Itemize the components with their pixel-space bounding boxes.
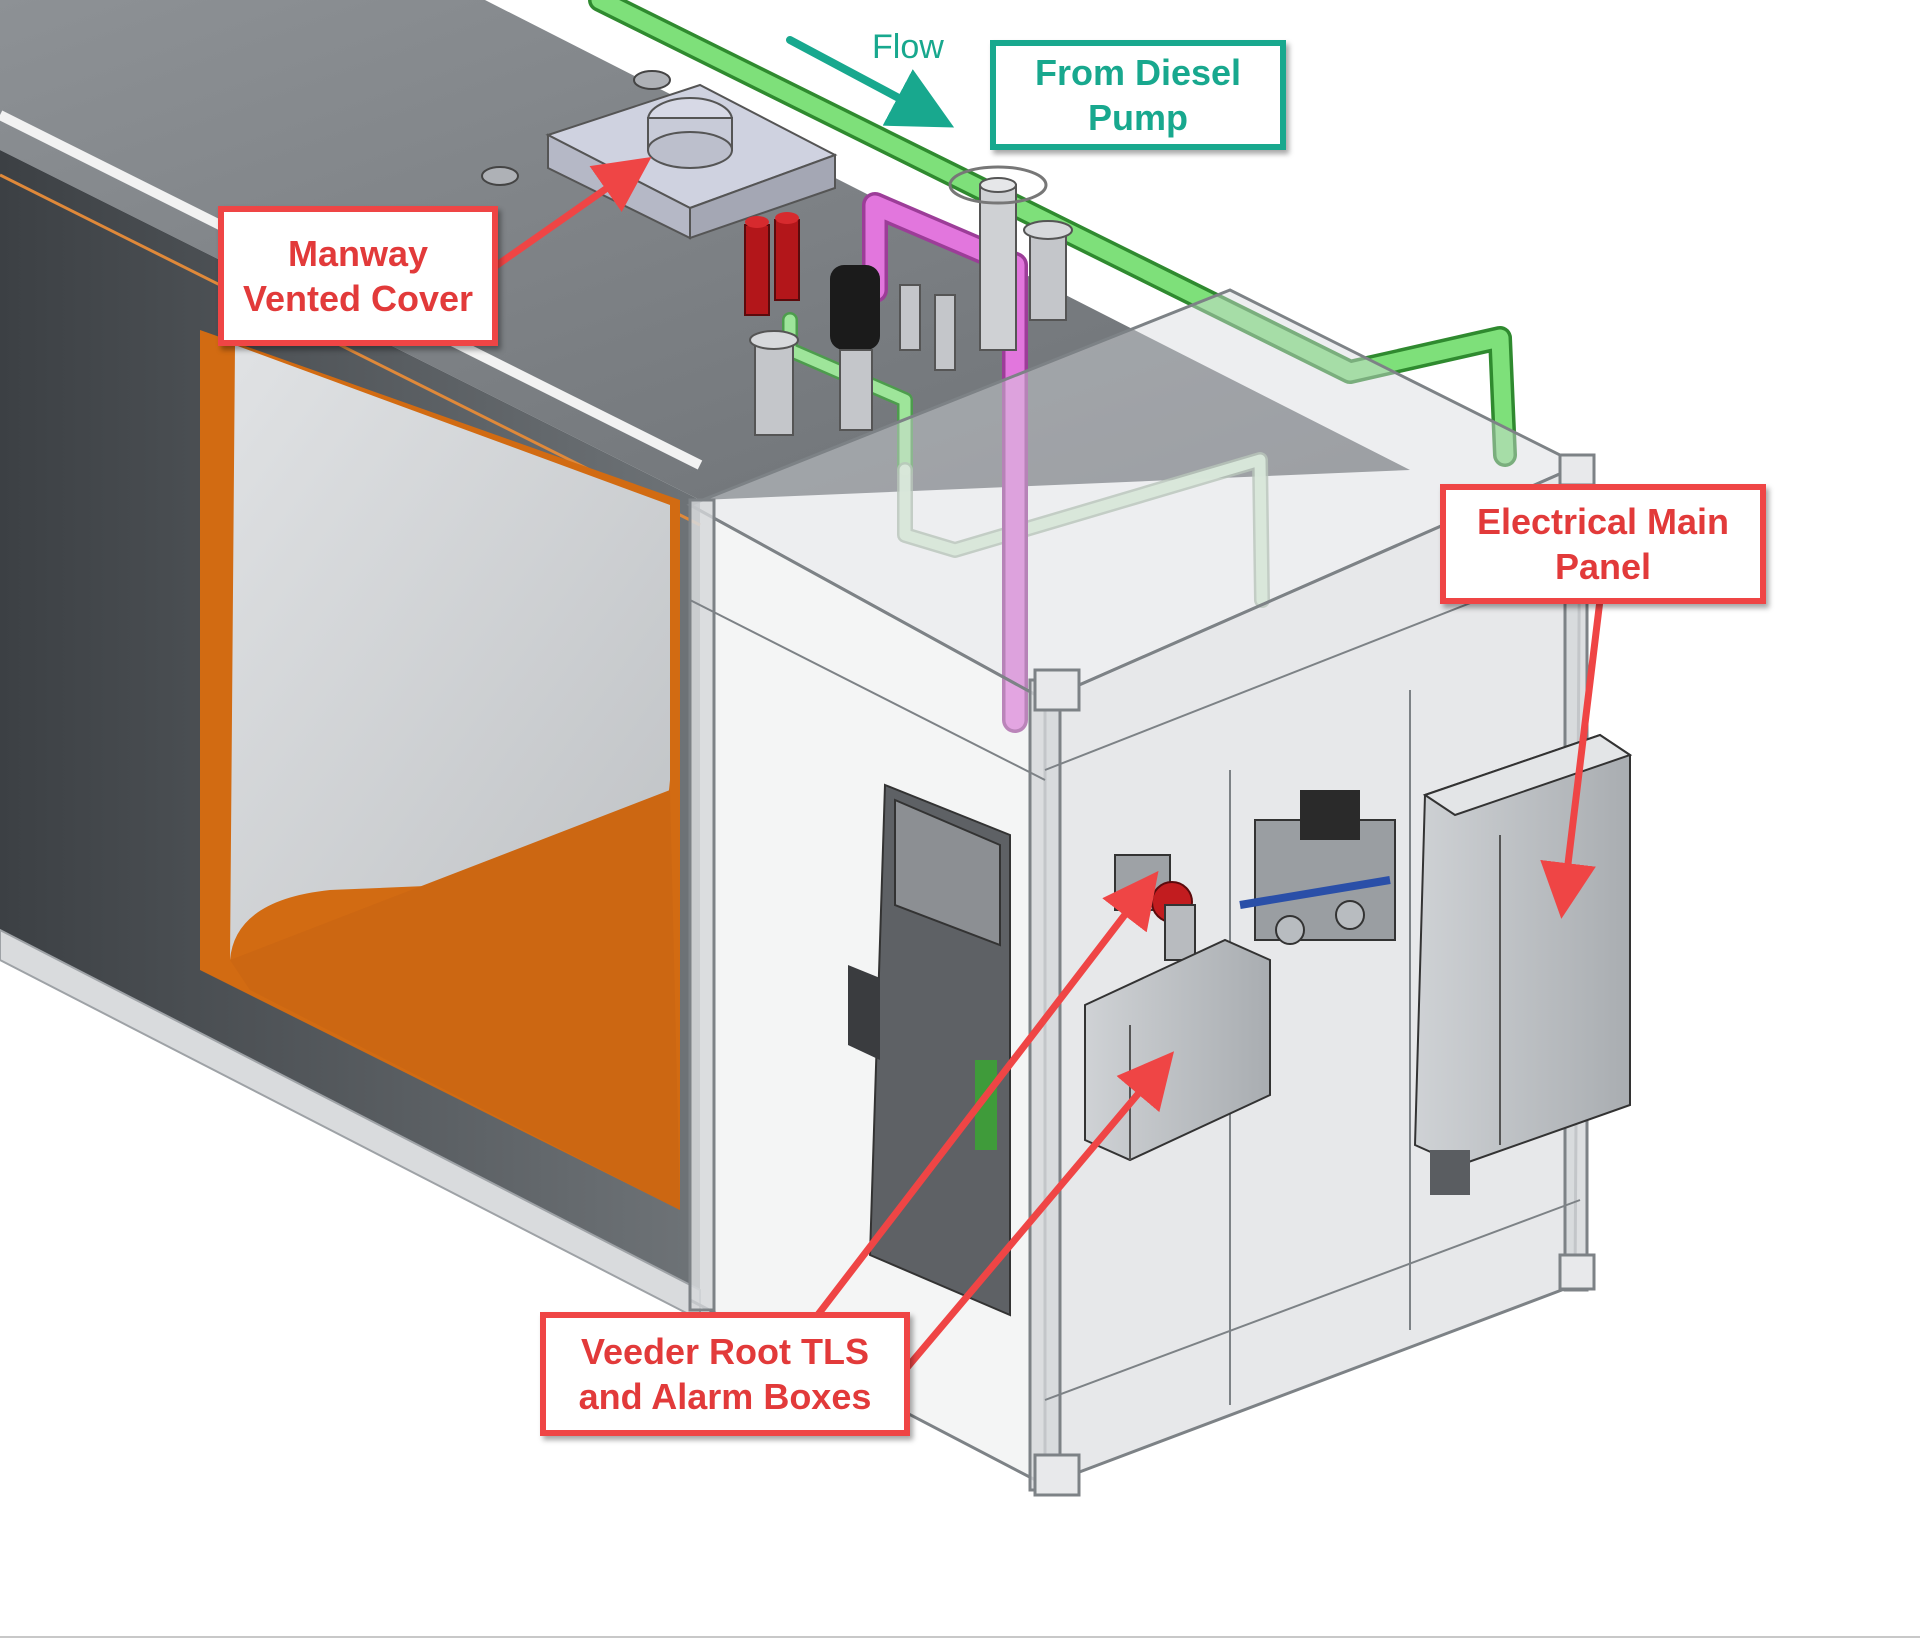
veeder-root-callout: Veeder Root TLS and Alarm Boxes	[540, 1312, 910, 1436]
manway-callout: Manway Vented Cover	[218, 206, 498, 346]
electrical-main-panel	[1413, 733, 1633, 1195]
tank-cutaway-interior	[230, 345, 670, 960]
tank-top-fittings	[744, 165, 1073, 436]
pump-manifold	[1239, 790, 1396, 945]
diesel-supply-pipe	[588, 0, 1517, 608]
callout-arrows	[486, 36, 1604, 1374]
electrical-panel-callout-arrow	[1540, 596, 1604, 919]
electrical-panel-callout: Electrical Main Panel	[1440, 484, 1766, 604]
veeder-root-callout-arrow-1	[806, 870, 1159, 1329]
tank-top-surface	[0, 0, 1410, 500]
tank-cutaway-floor	[230, 790, 680, 1210]
flow-direction-arrow	[786, 36, 955, 128]
dispenser-cabinet	[848, 783, 1011, 1317]
tank-body	[0, 0, 1410, 1322]
bottom-divider	[0, 1636, 1920, 1638]
veeder-root-callout-arrow-2	[901, 1051, 1175, 1374]
diesel-pump-callout: From Diesel Pump	[990, 40, 1286, 150]
manway-callout-arrow	[486, 156, 652, 274]
flow-label: Flow	[872, 28, 944, 66]
